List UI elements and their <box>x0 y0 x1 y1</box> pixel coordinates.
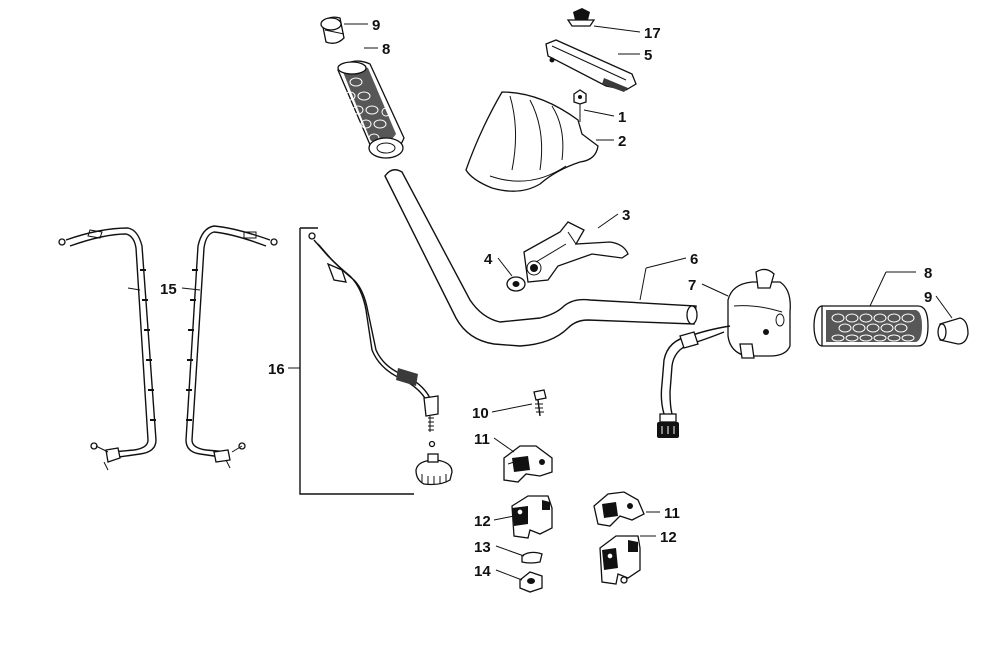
trim-strip <box>545 39 637 92</box>
label-5: 5 <box>644 47 652 64</box>
label-7: 7 <box>688 277 696 294</box>
clamp-upper-left <box>503 445 553 483</box>
grip-end-cap-top <box>320 16 345 44</box>
label-8-top: 8 <box>382 41 390 58</box>
label-17: 17 <box>644 25 661 42</box>
label-9-right: 9 <box>924 289 932 306</box>
leader-lines <box>127 23 953 581</box>
label-12-right: 12 <box>660 529 677 546</box>
label-4: 4 <box>484 251 493 268</box>
small-nut <box>573 89 587 105</box>
label-15: 15 <box>160 281 177 298</box>
right-grip <box>813 305 929 347</box>
left-grip <box>337 60 405 159</box>
mounting-bracket <box>523 221 629 283</box>
handlebar-pod-cover <box>465 91 599 192</box>
handlebar <box>384 169 698 347</box>
label-13: 13 <box>474 539 491 556</box>
throttle-cable-assembly <box>299 227 453 495</box>
clamp-nut <box>519 571 543 593</box>
bolt <box>533 389 547 417</box>
label-12-left: 12 <box>474 513 491 530</box>
label-8-right: 8 <box>924 265 932 282</box>
clamp-lower-right <box>599 535 641 585</box>
label-2: 2 <box>618 133 626 150</box>
throttle-switch-housing <box>657 268 791 438</box>
label-9-top: 9 <box>372 17 380 34</box>
clamp-lower-left <box>511 495 553 539</box>
label-1: 1 <box>618 109 626 126</box>
label-6: 6 <box>690 251 698 268</box>
label-3: 3 <box>622 207 630 224</box>
grip-end-cap-right <box>937 317 969 345</box>
lock-washer <box>521 551 543 564</box>
clamp-upper-right <box>593 491 645 527</box>
label-11-left: 11 <box>474 431 490 448</box>
brake-cables <box>58 225 278 471</box>
label-16: 16 <box>268 361 285 378</box>
washer <box>506 276 526 292</box>
label-14: 14 <box>474 563 491 580</box>
screw <box>566 8 596 27</box>
label-10: 10 <box>472 405 489 422</box>
label-11-right: 11 <box>664 505 680 522</box>
